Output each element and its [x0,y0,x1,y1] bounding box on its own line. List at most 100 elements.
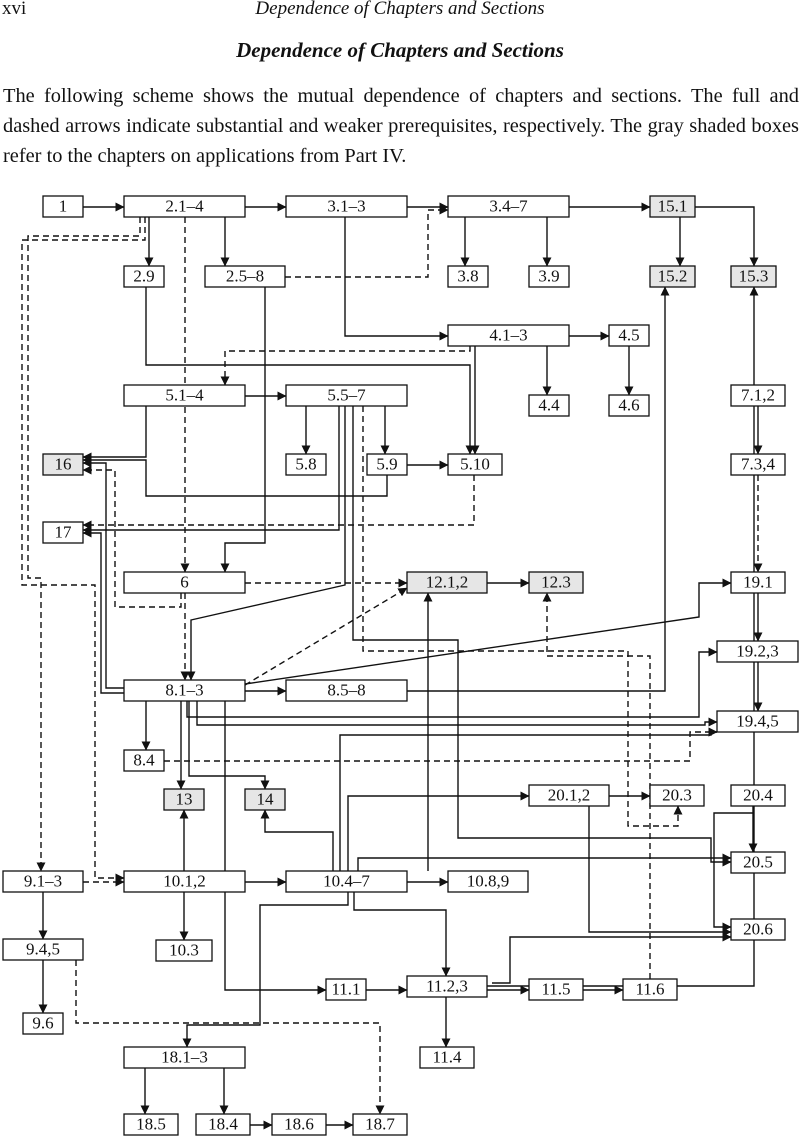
box-label: 5.10 [460,454,490,473]
section-box-9_6: 9.6 [22,1012,64,1035]
section-box-7_1: 7.1,2 [730,384,786,407]
box-frame [285,679,408,702]
section-box-11_6: 11.6 [622,978,678,1001]
box-frame [22,1012,64,1035]
box-label: 2.1–4 [165,196,204,215]
box-label: 11.1 [331,979,360,998]
box-label: 8.5–8 [327,680,365,699]
edge-n2_1-to-n10_1-dashed [21,217,146,883]
edge-n10_4-to-n20_1 [347,791,530,871]
box-label: 11.4 [432,1047,462,1066]
box-frame [730,384,786,407]
edge-n10_4-to-n18_1 [182,892,349,1048]
box-frame [204,265,286,288]
box-frame [155,939,213,962]
section-box-18_7: 18.7 [352,1113,408,1136]
section-box-2_9: 2.9 [123,265,165,288]
section-box-3_8: 3.8 [447,265,489,288]
box-frame [123,749,165,772]
box-frame [123,1113,179,1136]
box-label: 9.1–3 [24,871,62,890]
box-label: 5.8 [295,454,316,473]
section-box-12_3: 12.3 [528,571,584,594]
box-label: 4.4 [538,395,560,414]
section-box-5_9: 5.9 [366,453,408,476]
box-label: 5.1–4 [165,385,204,404]
box-label: 1 [59,196,68,215]
box-label: 20.4 [743,785,773,804]
section-box-13: 13 [163,788,205,811]
edge-n8_1-to-n11_1 [224,701,327,995]
box-frame [352,1113,408,1136]
section-box-3_4: 3.4–7 [447,195,570,218]
box-frame [123,195,246,218]
box-frame [123,1046,246,1069]
box-frame [447,453,503,476]
box-label: 17 [55,522,73,541]
section-box-10_8: 10.8,9 [447,870,529,893]
section-box-17: 17 [42,521,84,544]
section-box-16: 16 [42,453,84,476]
box-frame [163,788,205,811]
box-label: 19.4,5 [736,711,779,730]
edge-n10_4-to-n11_2 [353,892,451,977]
box-frame [42,453,84,476]
section-box-3_1: 3.1–3 [285,195,408,218]
box-frame [244,788,286,811]
edge-n5_1-to-n16 [82,406,147,462]
section-box-18_6: 18.6 [271,1113,327,1136]
edge-n4_1-to-n5_1-dashed [220,346,471,386]
edge-n5_5-to-n8_1 [186,406,346,681]
box-frame [622,978,678,1001]
edge-n5_5-to-n17 [82,406,340,535]
dependency-edges [21,202,763,1130]
box-label: 7.3,4 [741,454,776,473]
box-frame [730,784,786,807]
box-frame [608,324,650,347]
edge-n20_4-to-n20_6 [713,812,753,932]
edge-n20_1-to-n20_6 [588,806,732,937]
section-box-4_1: 4.1–3 [447,324,570,347]
box-label: 3.8 [457,266,478,285]
section-box-8_5: 8.5–8 [285,679,408,702]
box-frame [123,679,246,702]
section-box-5_10: 5.10 [447,453,503,476]
box-label: 18.1–3 [161,1047,208,1066]
edge-n8_1-to-n19_1 [244,578,732,685]
box-label: 5.5–7 [327,385,366,404]
edge-n2_5-to-n6 [220,287,266,573]
box-frame [406,571,488,594]
edge-n2_9-to-n5_10 [145,287,475,455]
box-frame [285,453,327,476]
section-box-10_1: 10.1,2 [123,870,246,893]
box-frame [528,394,570,417]
box-frame [123,265,165,288]
section-box-5_1: 5.1–4 [123,384,246,407]
edge-n8_1-to-n12_1-dashed [244,587,408,686]
box-frame [730,571,786,594]
box-frame [716,710,799,733]
section-box-4_6: 4.6 [608,394,650,417]
box-label: 18.7 [365,1114,395,1133]
box-frame [649,784,705,807]
edge-n8_4-to-n19_4-dashed [164,727,718,762]
box-frame [528,784,610,807]
section-box-20_6: 20.6 [730,918,786,941]
edge-n5_10-to-n17-dashed [82,475,475,530]
box-frame [730,265,777,288]
section-box-18_5: 18.5 [123,1113,179,1136]
box-frame [716,640,799,663]
section-box-20_4: 20.4 [730,784,786,807]
box-frame [730,453,786,476]
section-box-3_9: 3.9 [528,265,570,288]
box-label: 18.5 [136,1114,166,1133]
box-label: 13 [176,789,193,808]
box-label: 18.4 [208,1114,238,1133]
edge-n3_1-to-n4_1 [344,217,449,341]
edge-n15_1-to-n15_3 [695,206,759,267]
box-label: 11.5 [541,979,570,998]
box-label: 20.1,2 [548,785,591,804]
box-label: 10.1,2 [163,871,206,890]
box-frame [730,851,786,874]
